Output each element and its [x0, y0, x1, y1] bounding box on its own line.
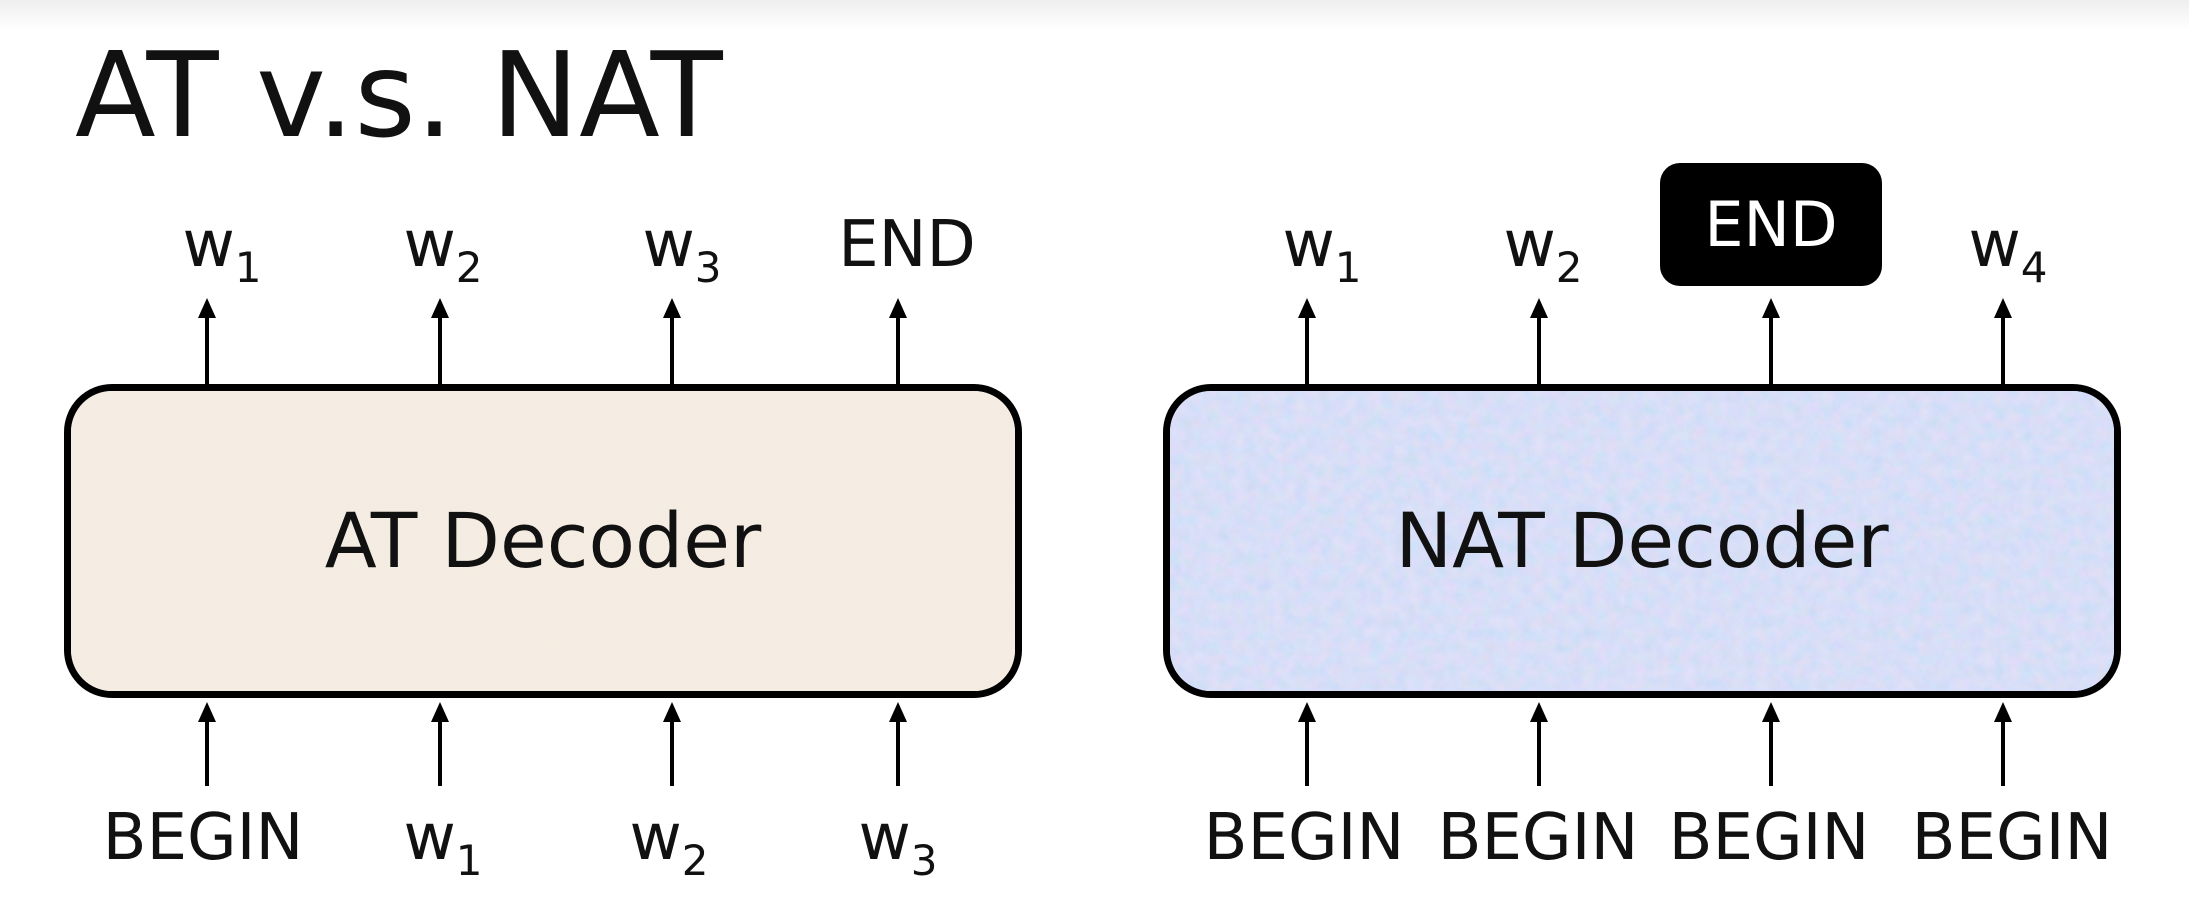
- nat-input-token-4: BEGIN: [1911, 801, 2113, 875]
- at-decoder-texture: [71, 391, 1015, 691]
- nat-input-arrowhead-2: [1530, 702, 1548, 722]
- nat-input-token-2: BEGIN: [1437, 801, 1639, 875]
- at-output-arrowhead-2: [431, 298, 449, 318]
- nat-output-arrowhead-4: [1994, 298, 2012, 318]
- nat-output-token-1: w1: [1282, 208, 1362, 292]
- at-input-arrows: [198, 702, 907, 786]
- nat-input-arrowhead-3: [1762, 702, 1780, 722]
- at-input-token-1: BEGIN: [102, 801, 304, 875]
- at-output-arrowhead-4: [889, 298, 907, 318]
- at-input-token-3: w2: [629, 801, 709, 885]
- nat-input-arrowhead-1: [1298, 702, 1316, 722]
- at-output-arrows: [198, 298, 907, 384]
- at-output-token-2: w2: [403, 208, 483, 292]
- at-decoder-label: AT Decoder: [324, 496, 762, 585]
- at-input-arrowhead-3: [663, 702, 681, 722]
- at-output-token-3: w3: [642, 208, 722, 292]
- at-output-arrowhead-1: [198, 298, 216, 318]
- at-input-arrowhead-1: [198, 702, 216, 722]
- nat-output-end-badge: END: [1660, 163, 1882, 286]
- nat-output-arrowhead-1: [1298, 298, 1316, 318]
- at-input-arrowhead-4: [889, 702, 907, 722]
- at-input-arrowhead-2: [431, 702, 449, 722]
- at-input-token-4: w3: [858, 801, 938, 885]
- nat-output-token-4: w4: [1968, 208, 2048, 292]
- nat-output-arrowhead-2: [1530, 298, 1548, 318]
- nat-decoder-label: NAT Decoder: [1395, 496, 1889, 585]
- at-output-token-4: END: [838, 208, 976, 282]
- top-shadow-band: [0, 0, 2189, 30]
- nat-input-arrows: [1298, 702, 2012, 786]
- nat-output-token-2: w2: [1503, 208, 1583, 292]
- nat-input-token-3: BEGIN: [1668, 801, 1870, 875]
- at-output-arrowhead-3: [663, 298, 681, 318]
- nat-input-token-1: BEGIN: [1203, 801, 1405, 875]
- at-decoder-box: AT Decoder: [64, 384, 1022, 698]
- nat-output-arrowhead-3: [1762, 298, 1780, 318]
- nat-decoder-texture: [1170, 391, 2114, 691]
- at-input-token-2: w1: [403, 801, 483, 885]
- at-output-token-1: w1: [182, 208, 262, 292]
- nat-output-arrows: [1298, 298, 2012, 384]
- nat-decoder-box: NAT Decoder: [1163, 384, 2121, 698]
- nat-input-arrowhead-4: [1994, 702, 2012, 722]
- slide-title: AT v.s. NAT: [75, 26, 723, 164]
